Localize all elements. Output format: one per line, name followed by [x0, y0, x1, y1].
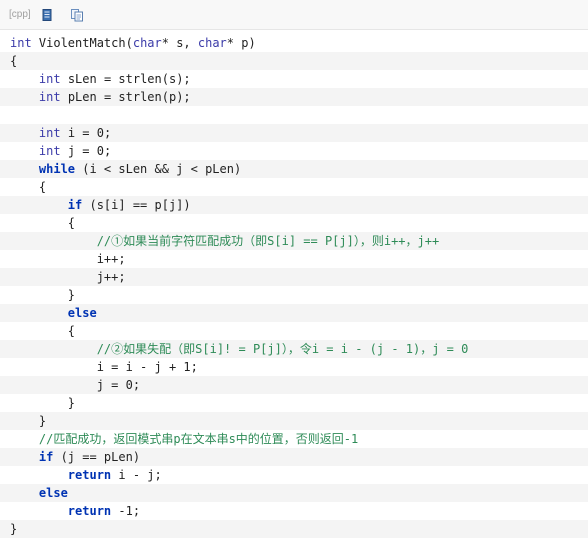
code-toolbar: [cpp] [0, 0, 588, 30]
code-text [10, 468, 68, 482]
code-text [10, 504, 68, 518]
code-line: { [0, 214, 588, 232]
code-line: else [0, 484, 588, 502]
code-text: -1; [111, 504, 141, 518]
code-text: { [10, 180, 47, 194]
code-keyword: int [10, 36, 32, 50]
code-line: if (s[i] == p[j]) [0, 196, 588, 214]
code-line: int sLen = strlen(s); [0, 70, 588, 88]
code-line [0, 106, 588, 124]
code-text: pLen = strlen(p); [60, 90, 191, 104]
language-label: [cpp] [9, 9, 31, 20]
code-keyword: return [67, 504, 112, 518]
code-text [10, 198, 68, 212]
code-text [10, 450, 39, 464]
code-text [10, 126, 39, 140]
code-text [10, 342, 97, 356]
code-text: j = 0; [60, 144, 112, 158]
code-text [10, 72, 39, 86]
code-keyword: if [38, 450, 54, 464]
code-line: //匹配成功，返回模式串p在文本串s中的位置，否则返回-1 [0, 430, 588, 448]
code-keyword: char [197, 36, 227, 50]
code-text [10, 234, 97, 248]
code-keyword: int [38, 90, 61, 104]
code-block: int ViolentMatch(char* s, char* p){ int … [0, 34, 588, 538]
code-keyword: int [38, 144, 61, 158]
code-keyword: else [38, 486, 68, 500]
code-text [10, 90, 39, 104]
code-line: if (j == pLen) [0, 448, 588, 466]
code-text: i = 0; [60, 126, 112, 140]
code-text [10, 306, 68, 320]
code-text: } [10, 414, 47, 428]
code-comment: //①如果当前字符匹配成功（即S[i] == P[j]），则i++，j++ [96, 234, 440, 248]
code-line: } [0, 286, 588, 304]
code-line: { [0, 322, 588, 340]
code-text [10, 486, 39, 500]
code-line: { [0, 178, 588, 196]
code-line: int ViolentMatch(char* s, char* p) [0, 34, 588, 52]
code-line: int j = 0; [0, 142, 588, 160]
code-keyword: else [67, 306, 97, 320]
code-text: (i < sLen && j < pLen) [75, 162, 242, 176]
view-plain-icon[interactable] [40, 8, 54, 22]
code-line: } [0, 520, 588, 538]
code-line: } [0, 412, 588, 430]
code-text: j = 0; [10, 378, 141, 392]
code-keyword: if [67, 198, 83, 212]
code-text: sLen = strlen(s); [60, 72, 191, 86]
code-text [10, 162, 39, 176]
code-keyword: return [67, 468, 112, 482]
code-text: (j == pLen) [53, 450, 141, 464]
code-keyword: int [38, 126, 61, 140]
copy-icon[interactable] [70, 8, 84, 22]
code-line: i = i - j + 1; [0, 358, 588, 376]
code-line: //①如果当前字符匹配成功（即S[i] == P[j]），则i++，j++ [0, 232, 588, 250]
code-text: * s, [161, 36, 198, 50]
code-text: i - j; [111, 468, 162, 482]
code-text [10, 144, 39, 158]
code-line: j++; [0, 268, 588, 286]
code-text: ViolentMatch( [31, 36, 133, 50]
code-comment: //匹配成功，返回模式串p在文本串s中的位置，否则返回-1 [38, 432, 359, 446]
code-keyword: char [132, 36, 162, 50]
code-text: { [10, 54, 18, 68]
code-line: while (i < sLen && j < pLen) [0, 160, 588, 178]
code-line: else [0, 304, 588, 322]
code-text: } [10, 522, 18, 536]
code-line: int i = 0; [0, 124, 588, 142]
code-line: i++; [0, 250, 588, 268]
code-text: i = i - j + 1; [10, 360, 198, 374]
code-keyword: int [38, 72, 61, 86]
code-text: j++; [10, 270, 126, 284]
code-text: * p) [226, 36, 256, 50]
code-keyword: while [38, 162, 76, 176]
code-text: } [10, 396, 76, 410]
code-comment: //②如果失配（即S[i]! = P[j]），令i = i - (j - 1)，… [96, 342, 469, 356]
code-line: return -1; [0, 502, 588, 520]
code-text: (s[i] == p[j]) [82, 198, 191, 212]
code-text: { [10, 216, 76, 230]
code-text: i++; [10, 252, 126, 266]
code-text: { [10, 324, 76, 338]
code-line: //②如果失配（即S[i]! = P[j]），令i = i - (j - 1)，… [0, 340, 588, 358]
code-line: int pLen = strlen(p); [0, 88, 588, 106]
code-line: } [0, 394, 588, 412]
code-text: } [10, 288, 76, 302]
code-line: { [0, 52, 588, 70]
code-line: j = 0; [0, 376, 588, 394]
code-line: return i - j; [0, 466, 588, 484]
code-text [10, 432, 39, 446]
